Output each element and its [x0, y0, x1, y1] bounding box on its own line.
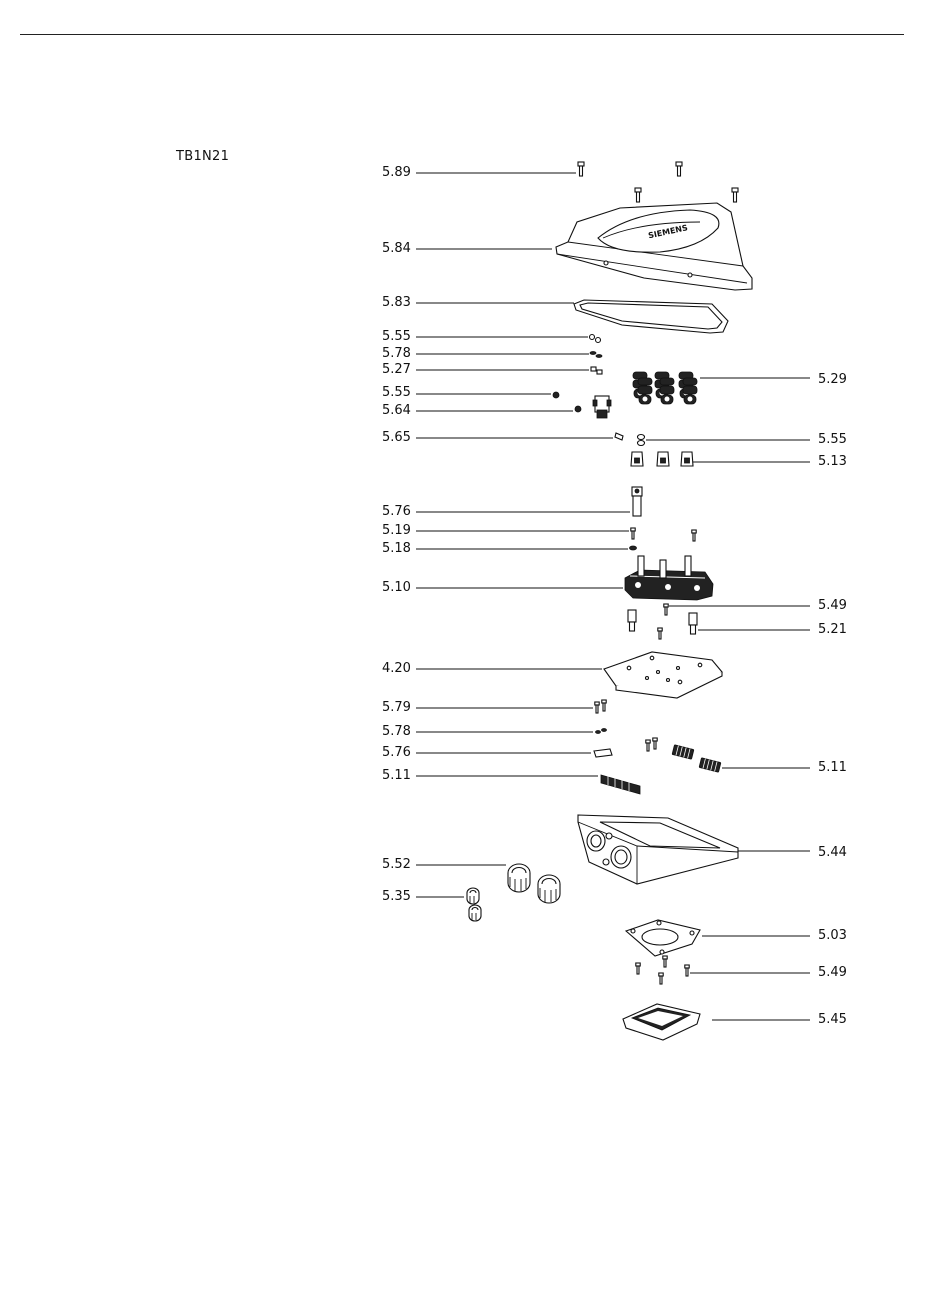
mounting-plate [604, 652, 722, 698]
terminal-strips [601, 738, 721, 794]
terminal-block [625, 556, 713, 600]
flange-gasket [626, 920, 700, 956]
cable-clamps [633, 372, 697, 404]
terminal-screws [630, 528, 697, 550]
lower-small-parts [594, 700, 612, 757]
cable-glands-small [467, 888, 481, 921]
housing-cover: SIEMENS [556, 203, 752, 290]
terminal-lug-upper [632, 487, 642, 516]
housing-base [578, 815, 738, 884]
pin-and-nuts [615, 433, 645, 446]
terminal-clips [631, 452, 693, 466]
cover-screws [578, 162, 738, 202]
base-frame [623, 1004, 700, 1040]
cable-glands-large [508, 864, 560, 903]
leader-lines-left [416, 173, 630, 897]
flange-screws [636, 956, 689, 984]
bracket-assembly [593, 396, 611, 418]
cover-gasket [574, 300, 728, 333]
standoff-bolts [628, 604, 697, 639]
